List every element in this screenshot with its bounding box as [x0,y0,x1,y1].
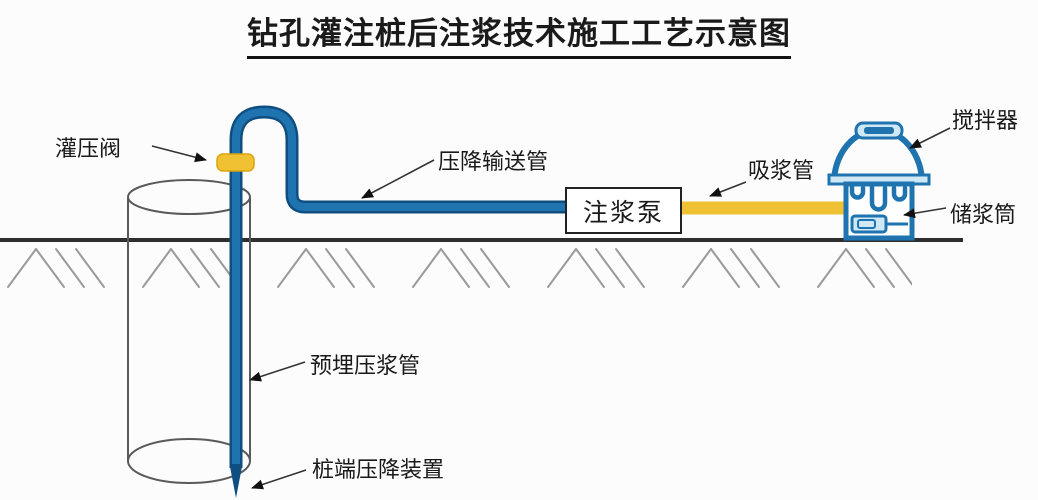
label-pressure-valve: 灌压阀 [55,136,122,161]
embedded-pipe-leader-arrow [249,361,306,382]
pressure-valve [216,153,255,172]
pile-end-leader-arrow [251,469,307,490]
barrel-leader-arrow [903,207,947,219]
label-embedded-grout-pipe: 预埋压浆管 [310,353,421,378]
grouting-pump-box: 注浆泵 [565,187,682,234]
grout-pipe [232,108,566,468]
soil-hatching [0,243,912,291]
delivery-pipe-leader-arrow [361,159,435,199]
page-title: 钻孔灌注桩后注浆技术施工工艺示意图 [0,8,1038,59]
mixer-leader-arrow [909,127,951,149]
barrel-inner-pump-detail [857,219,876,229]
slurry-drips [849,183,908,212]
pile-end-device-tip [229,464,243,498]
mixer-device [827,121,931,241]
grouting-pump-label: 注浆泵 [582,198,664,227]
label-mixer: 搅拌器 [952,108,1019,133]
pile-bottom-ellipse [127,438,251,484]
label-delivery-pipe: 压降输送管 [438,149,549,174]
suction-pipe-leader-arrow [709,181,747,197]
pile-top-ellipse [127,179,251,215]
pile-cylinder [127,179,251,484]
label-pile-end-device: 桩端压降装置 [312,457,445,482]
mixer-handle-grip [864,127,894,134]
valve-leader-arrow [151,145,207,163]
label-storage-barrel: 储浆筒 [950,202,1017,227]
label-suction-pipe: 吸浆管 [748,158,815,183]
